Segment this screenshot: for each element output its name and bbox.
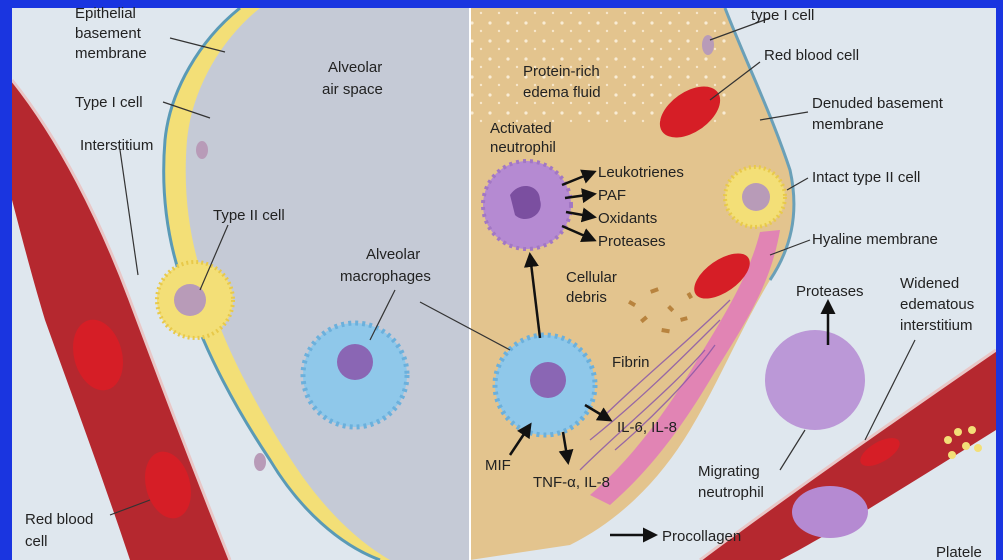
alveolar-macrophage-right-nucleus [530, 362, 566, 398]
type-i-cell-nucleus-1 [196, 141, 208, 159]
alveolar-macrophage-left-nucleus [337, 344, 373, 380]
label-tnf-il8: TNF-α, IL-8 [533, 474, 610, 491]
label-necrotic-type-i-cell: type I cell [751, 7, 814, 24]
type-ii-cell-left-nucleus [174, 284, 206, 316]
label-red-blood-cell-right: Red blood cell [764, 47, 859, 64]
label-proteases-right: Proteases [796, 283, 864, 300]
label-intact-type-ii-cell: Intact type II cell [812, 169, 920, 186]
label-platelets-partial: Platele [936, 544, 982, 560]
label-type-i-cell-left: Type I cell [75, 94, 143, 111]
intact-type-ii-cell-nucleus [742, 183, 770, 211]
label-mediator-leukotrienes: Leukotrienes [598, 164, 684, 181]
type-i-cell-nucleus-2 [254, 453, 266, 471]
label-interstitium: Interstitium [80, 137, 153, 154]
label-fibrin: Fibrin [612, 354, 650, 371]
label-mediator-oxidants: Oxidants [598, 210, 657, 227]
label-mediator-paf: PAF [598, 187, 626, 204]
label-procollagen: Procollagen [662, 528, 741, 545]
label-epithelial-basement-membrane: Epithelial basement membrane [75, 5, 147, 62]
label-mif: MIF [485, 457, 511, 474]
migrating-neutrophil [765, 330, 865, 430]
migrating-neutrophil-in-vessel [792, 486, 868, 538]
label-type-ii-cell: Type II cell [213, 207, 285, 224]
label-il6-il8: IL-6, IL-8 [617, 419, 677, 436]
necrotic-type-i-cell-nucleus [702, 35, 714, 55]
label-hyaline-membrane: Hyaline membrane [812, 231, 938, 248]
label-mediator-proteases: Proteases [598, 233, 666, 250]
